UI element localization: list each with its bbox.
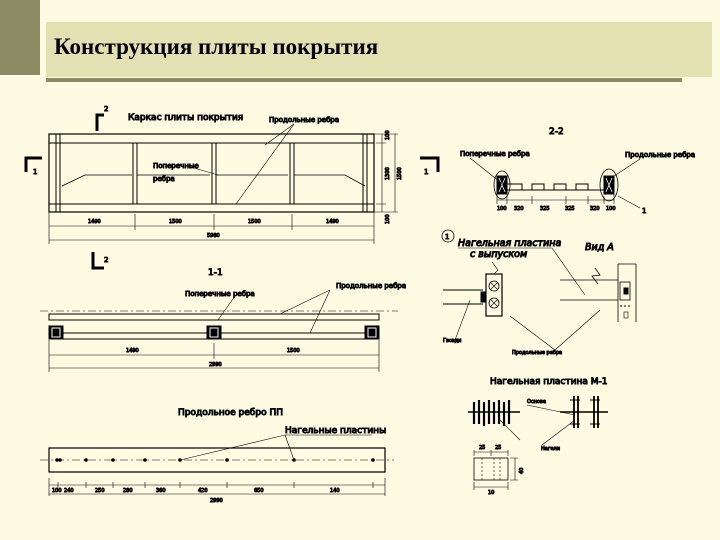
- frame-longitudinal-label: Продольные ребра: [269, 116, 339, 124]
- frame-section-2-top: 2: [104, 105, 108, 113]
- section-22-dim-1: 100: [497, 206, 507, 212]
- section-11-dim-1: 1490: [126, 348, 139, 354]
- plate-m1-dim-bottom: 10: [488, 490, 494, 496]
- section-1-1: 1-1 Поперечные ребра Продольные ребра 14…: [40, 268, 407, 372]
- plate-m1-dim-top-2: 25: [495, 445, 501, 451]
- left-bar: [0, 0, 40, 540]
- frame-transverse-label-1: Поперечные: [153, 162, 199, 170]
- rib-title: Продольное ребро ПП: [178, 408, 283, 418]
- node-nails-label: Гвозди: [443, 338, 461, 344]
- rib-dim-5: 360: [156, 488, 166, 494]
- node-number: 1: [445, 233, 449, 241]
- plate-m1-base: Основа: [527, 399, 546, 405]
- frame-dim-2: 1500: [169, 219, 182, 225]
- frame-dim-right-1: 100: [385, 130, 391, 140]
- section-22-transverse: Поперечные ребра: [460, 150, 530, 158]
- section-2-2: 2-2 Поперечные ребра Продольные ребра 10…: [460, 127, 696, 216]
- rib-dim-1: 100: [52, 488, 62, 494]
- rib-dim-8: 140: [330, 488, 340, 494]
- rib-dim-7: 650: [254, 488, 264, 494]
- frame-plan: 2 Каркас плиты покрытия: [24, 105, 440, 270]
- section-11-longitudinal: Продольные ребра: [336, 282, 406, 290]
- rib-dim-2: 240: [64, 488, 74, 494]
- frame-dim-3: 1500: [248, 219, 261, 225]
- rib-dim-6: 420: [198, 488, 208, 494]
- title-rule: [46, 78, 682, 82]
- frame-section-1-right: 1: [424, 168, 428, 176]
- section-22-title: 2-2: [549, 127, 564, 137]
- section-11-dim-2: 1500: [287, 348, 300, 354]
- plate-m1-title: Нагельная пластина М-1: [490, 377, 607, 387]
- section-22-dim-4: 325: [565, 206, 575, 212]
- node-longitudinal-label: Продольные ребра: [512, 350, 562, 356]
- rib-plates-label: Нагельные пластины: [285, 426, 386, 436]
- plate-m1-dim-side: 40: [519, 468, 525, 474]
- node-plate-1: Нагельная пластина: [458, 238, 561, 249]
- rib-dim-4: 280: [123, 488, 133, 494]
- page-title: Конструкция плиты покрытия: [54, 34, 379, 59]
- section-22-dim-5: 320: [590, 206, 600, 212]
- plate-m1-nails: Нагели: [541, 446, 560, 452]
- section-22-dim-6: 100: [606, 206, 616, 212]
- section-11-dim-total: 2990: [209, 362, 222, 368]
- frame-section-2-bottom: 2: [104, 256, 108, 264]
- rib-elevation: Продольное ребро ПП Нагельные пластины: [40, 408, 394, 505]
- frame-dim-1: 1490: [88, 219, 101, 225]
- frame-dim-total: 5980: [207, 233, 220, 239]
- section-11-transverse: Поперечные ребра: [185, 290, 255, 298]
- accent-block: [0, 0, 40, 75]
- node-plate-2: с выпуском: [470, 249, 527, 260]
- rib-dim-total: 2990: [210, 498, 223, 504]
- plate-m1: Нагельная пластина М-1 Основа Нагели 25 …: [468, 377, 608, 497]
- section-11-title: 1-1: [208, 268, 223, 278]
- section-22-dim-3: 325: [540, 206, 550, 212]
- node-view-a: Вид А: [585, 242, 614, 253]
- node-detail: 1 Нагельная пластина с выпуском Вид А Гв…: [441, 229, 637, 357]
- frame-dim-4: 1490: [326, 219, 339, 225]
- frame-dim-right-3: 1500: [397, 167, 403, 180]
- section-22-longitudinal: Продольные ребра: [625, 151, 695, 159]
- rib-dim-3: 250: [95, 488, 105, 494]
- title-band: [46, 22, 712, 77]
- frame-transverse-label-2: ребра: [153, 175, 175, 183]
- section-22-dim-2: 320: [514, 206, 524, 212]
- plate-m1-dim-top-1: 25: [479, 445, 485, 451]
- frame-dim-right-2: 1300: [385, 167, 391, 180]
- frame-section-1-left: 1: [33, 168, 37, 176]
- frame-dim-right-4: 100: [385, 214, 391, 224]
- section-22-mark: 1: [642, 207, 646, 215]
- frame-title: Каркас плиты покрытия: [128, 113, 243, 123]
